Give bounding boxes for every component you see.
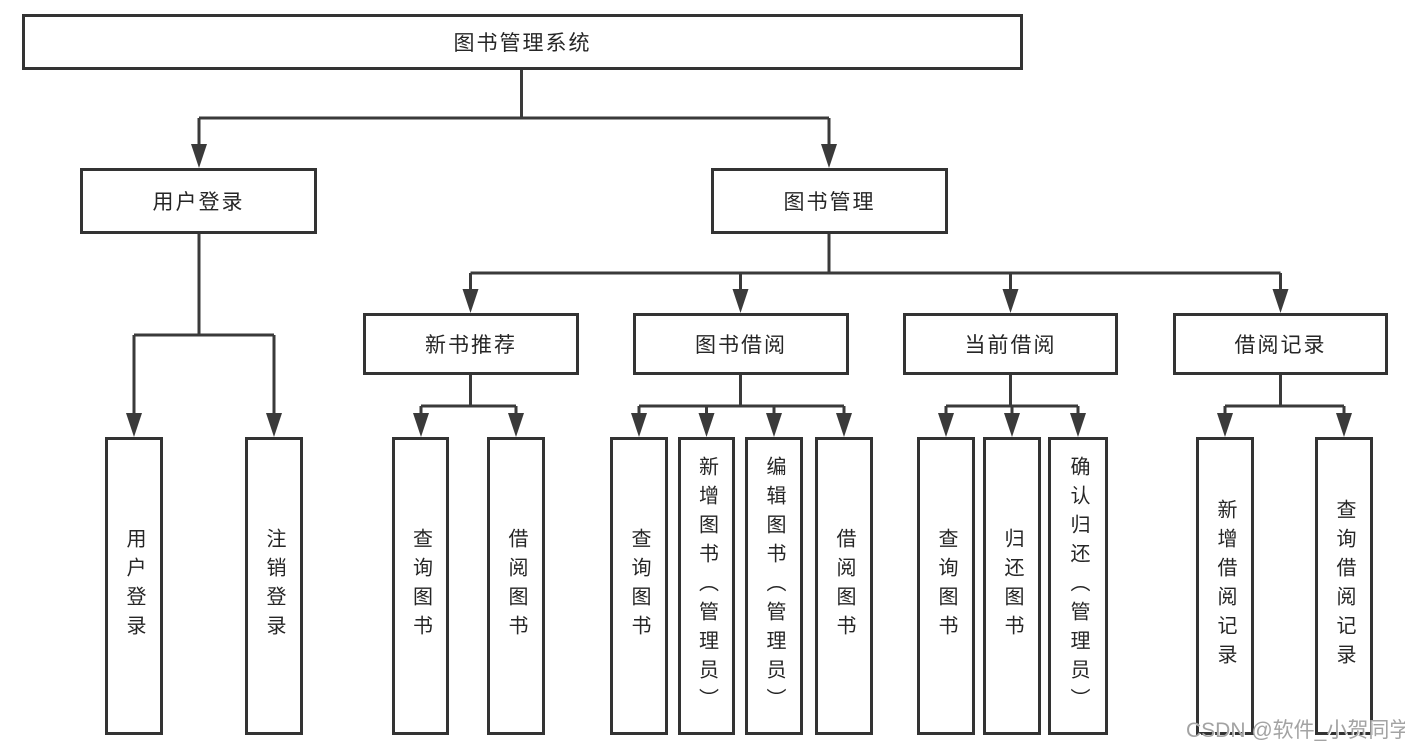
leaf-add-borrow-record: 新增借阅记录 bbox=[1196, 437, 1254, 735]
leaf-borrowing-borrow-books: 借阅图书 bbox=[815, 437, 873, 735]
leaf-logout: 注销登录 bbox=[245, 437, 303, 735]
leaf-recommend-borrow-books-label: 借阅图书 bbox=[505, 528, 527, 644]
leaf-edit-books-admin-label: 编辑图书（管理员） bbox=[763, 455, 785, 717]
node-borrowing-records: 借阅记录 bbox=[1173, 313, 1388, 375]
node-new-book-recommend: 新书推荐 bbox=[363, 313, 579, 375]
node-new-book-recommend-label: 新书推荐 bbox=[425, 334, 517, 357]
csdn-watermark: CSDN @软件_小贺同学 bbox=[1186, 719, 1405, 742]
leaf-return-books: 归还图书 bbox=[983, 437, 1041, 735]
node-current-borrowing: 当前借阅 bbox=[903, 313, 1118, 375]
node-book-management-label: 图书管理 bbox=[783, 191, 876, 214]
leaf-borrowing-query-books: 查询图书 bbox=[610, 437, 668, 735]
node-current-borrowing-label: 当前借阅 bbox=[964, 334, 1057, 357]
node-book-borrowing: 图书借阅 bbox=[633, 313, 849, 375]
node-root-label: 图书管理系统 bbox=[453, 32, 592, 55]
leaf-confirm-return-admin: 确认归还（管理员） bbox=[1048, 437, 1108, 735]
node-user-login: 用户登录 bbox=[80, 168, 317, 234]
leaf-logout-label: 注销登录 bbox=[263, 528, 285, 644]
leaf-confirm-return-admin-label: 确认归还（管理员） bbox=[1067, 455, 1089, 717]
leaf-user-login-label: 用户登录 bbox=[123, 528, 145, 644]
node-user-login-label: 用户登录 bbox=[152, 191, 245, 214]
leaf-add-borrow-record-label: 新增借阅记录 bbox=[1214, 499, 1236, 673]
leaf-recommend-query-books-label: 查询图书 bbox=[409, 528, 432, 644]
node-book-management: 图书管理 bbox=[711, 168, 948, 234]
leaf-query-borrow-record-label: 查询借阅记录 bbox=[1333, 499, 1355, 673]
leaf-edit-books-admin: 编辑图书（管理员） bbox=[745, 437, 803, 735]
node-root: 图书管理系统 bbox=[22, 14, 1023, 70]
leaf-borrowing-query-books-label: 查询图书 bbox=[628, 528, 650, 644]
leaf-current-query-books-label: 查询图书 bbox=[935, 528, 957, 644]
leaf-recommend-borrow-books: 借阅图书 bbox=[487, 437, 545, 735]
leaf-add-books-admin: 新增图书（管理员） bbox=[678, 437, 735, 735]
leaf-return-books-label: 归还图书 bbox=[1001, 528, 1023, 644]
leaf-query-borrow-record: 查询借阅记录 bbox=[1315, 437, 1373, 735]
node-book-borrowing-label: 图书借阅 bbox=[695, 334, 787, 357]
leaf-borrowing-borrow-books-label: 借阅图书 bbox=[833, 528, 855, 644]
leaf-current-query-books: 查询图书 bbox=[917, 437, 975, 735]
arrowheads bbox=[126, 144, 1352, 437]
node-borrowing-records-label: 借阅记录 bbox=[1234, 334, 1327, 357]
leaf-user-login: 用户登录 bbox=[105, 437, 163, 735]
leaf-recommend-query-books: 查询图书 bbox=[392, 437, 449, 735]
leaf-add-books-admin-label: 新增图书（管理员） bbox=[695, 455, 718, 717]
